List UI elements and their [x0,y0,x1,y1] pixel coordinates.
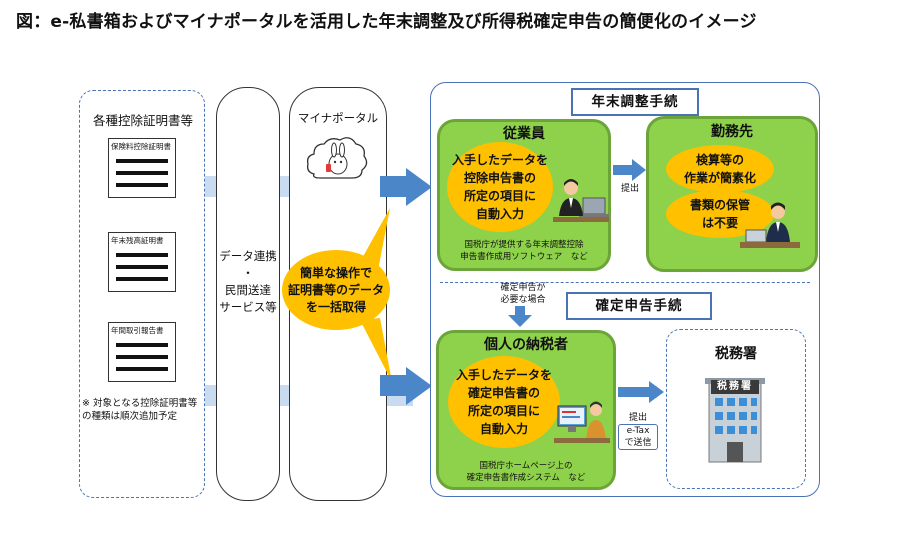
certificates-panel [79,90,205,498]
employer-at-desk-icon [740,202,800,248]
flow-arrowheads [380,168,432,405]
employer-title: 勤務先 [711,124,753,140]
document-label: 年間取引報告書 [111,326,164,335]
bulk-retrieval-bubble: 簡単な操作で 証明書等のデータ を一括取得 [282,250,390,330]
insurance-deduction-certificate: 保険料控除証明書 [108,138,176,198]
section-divider [440,282,810,283]
e-tax-submit-arrow [618,381,664,403]
footnote: ※ 対象となる控除証明書等の種類は順次追加予定 [82,398,198,422]
final-tax-return-label: 確定申告手続 [566,292,712,320]
taxpayer-at-computer-icon [554,401,610,443]
employee-auto-input-bubble: 入手したデータを 控除申告書の 所定の項目に 自動入力 [447,142,553,232]
document-label: 保険料控除証明書 [111,142,171,151]
employee-software-caption: 国税庁が提供する年末調整控除 申告書作成用ソフトウェア など [460,240,588,262]
tax-office-panel [666,329,806,489]
certificates-title: 各種控除証明書等 [92,113,193,128]
year-end-adjustment-label: 年末調整手続 [571,88,699,116]
taxpayer-system-caption: 国税庁ホームページ上の 確定申告書作成システム など [466,461,586,483]
year-end-balance-certificate: 年末残高証明書 [108,232,176,292]
submit-arrow [613,159,646,181]
data-linkage-label: データ連携 ・ 民間送達 サービス等 [219,249,277,314]
final-return-needed-label: 確定申告が 必要な場合 [500,283,546,305]
taxpayer-title: 個人の納税者 [484,337,568,353]
document-label: 年末残高証明書 [111,236,164,245]
mynaportal-mascot-icon [306,137,368,179]
taxpayer-auto-input-bubble: 入手したデータを 確定申告書の 所定の項目に 自動入力 [448,356,560,448]
employee-at-computer-icon [553,179,609,222]
annual-transaction-report: 年間取引報告書 [108,322,176,382]
bubble-tails [360,208,392,382]
employer-simplified-bubble: 検算等の 作業が簡素化 [666,145,774,193]
tax-office-sign: 税務署 [711,380,759,394]
page-title: 図：e-私書箱およびマイナポータルを活用した年末調整及び所得税確定申告の簡便化の… [16,12,757,32]
e-tax-submit-label: 提出 e-Tax で送信 [618,412,658,450]
tax-office-building-icon [705,378,765,463]
mynaportal-label: マイナポータル [297,111,379,125]
employee-title: 従業員 [503,126,545,142]
down-arrow [508,306,532,327]
submit-label: 提出 [620,184,639,194]
tax-office-title: 税務署 [715,346,757,362]
data-linkage-column [216,87,280,501]
